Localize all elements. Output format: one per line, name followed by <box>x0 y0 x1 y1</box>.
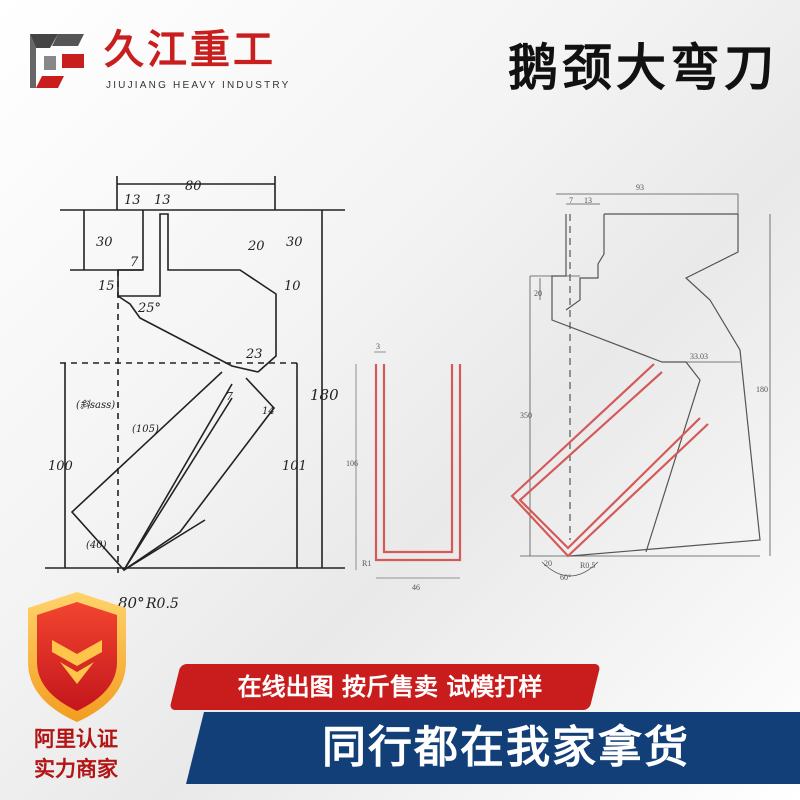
sketch-dim-30-right: 30 <box>286 235 303 250</box>
sketch-dim-105: (105) <box>132 424 159 435</box>
technical-drawings: 80 13 13 30 20 30 15 7 10 25° 23 180 100… <box>0 150 800 620</box>
sketch-dim-7-b: 7 <box>226 390 233 403</box>
sketch-dim-15: 15 <box>98 279 115 294</box>
brand-name-cn: 久江重工 <box>104 26 276 73</box>
cad-u-dim-106: 106 <box>346 459 358 468</box>
cad-u-labels: 3 106 46 R1 <box>346 342 420 592</box>
sketch-dim-80: 80 <box>185 179 202 194</box>
sketch-dim-100: 100 <box>48 459 73 474</box>
shield-icon <box>28 592 126 722</box>
sketch-dim-40: (40) <box>86 540 107 551</box>
drawing-svg: 80 13 13 30 20 30 15 7 10 25° 23 180 100… <box>45 176 771 612</box>
cad-tool <box>520 193 771 577</box>
sketch-dim-20: 20 <box>247 239 265 254</box>
sketch-dim-13-a: 13 <box>124 193 141 208</box>
cad-tool-dim-60deg: 60° <box>560 573 571 582</box>
cad-tool-dim-7: 7 <box>569 196 573 205</box>
cad-tool-dim-180: 180 <box>756 385 768 394</box>
hand-sketch-labels: 80 13 13 30 20 30 15 7 10 25° 23 180 100… <box>48 179 339 612</box>
cad-tool-labels: 93 7 13 20 33.03 350 180 20 60° R0.5 <box>520 183 768 582</box>
cad-tool-dim-93: 93 <box>636 183 644 192</box>
header: 久江重工 JIUJIANG HEAVY INDUSTRY 鹅颈大弯刀 <box>0 0 800 120</box>
badge-line-1: 阿里认证 <box>34 727 118 751</box>
cad-tool-dim-r05: R0.5 <box>580 561 595 570</box>
badge-text: 阿里认证 实力商家 <box>16 724 136 784</box>
sketch-dim-101: 101 <box>282 459 307 474</box>
sketch-note: (斜sass) <box>76 399 115 411</box>
sketch-dim-25deg: 25° <box>137 301 161 316</box>
cad-tool-dim-3303: 33.03 <box>690 352 708 361</box>
badge-line-2: 实力商家 <box>34 757 118 781</box>
cad-u-dim-46: 46 <box>412 583 420 592</box>
services-text: 在线出图 按斤售卖 试模打样 <box>237 673 543 701</box>
sketch-dim-r05: R0.5 <box>145 596 179 612</box>
sketch-dim-30-left: 30 <box>96 235 113 250</box>
cad-tool-dim-350: 350 <box>520 411 532 420</box>
sketch-dim-10: 10 <box>284 279 301 294</box>
cad-u-dim-r1: R1 <box>362 559 371 568</box>
sketch-dim-23: 23 <box>245 347 263 362</box>
brand-name-en: JIUJIANG HEAVY INDUSTRY <box>106 80 291 91</box>
hand-sketch <box>45 176 345 576</box>
cad-tool-dim-13: 13 <box>584 196 592 205</box>
cad-u-profile <box>355 351 462 579</box>
product-title: 鹅颈大弯刀 <box>508 39 778 97</box>
slogan-text: 同行都在我家拿货 <box>322 722 690 773</box>
cad-tool-dim-20b: 20 <box>544 559 552 568</box>
sketch-dim-80deg: 80° <box>118 594 145 612</box>
cad-tool-blade <box>510 363 709 558</box>
cad-tool-dim-20: 20 <box>534 289 542 298</box>
sketch-dim-14: 14 <box>262 406 275 417</box>
sketch-dim-7: 7 <box>130 255 139 270</box>
sketch-dim-13-b: 13 <box>154 193 171 208</box>
sketch-dim-180: 180 <box>310 386 339 404</box>
jj-logo-icon <box>30 34 84 88</box>
cad-u-dim-3: 3 <box>376 342 380 351</box>
